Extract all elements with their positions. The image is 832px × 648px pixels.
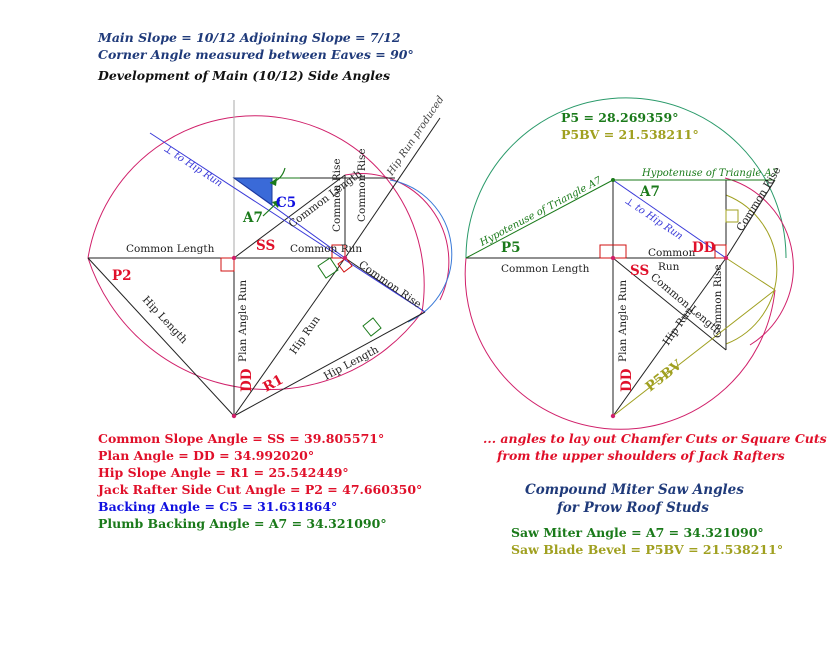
- saw-title-1: Compound Miter Saw Angles: [525, 482, 744, 498]
- saw-miter: Saw Miter Angle = A7 = 34.321090°: [511, 525, 764, 540]
- r-common-run-label-1: Common: [648, 247, 696, 259]
- r-common-rise-top: [725, 179, 776, 259]
- hip-run-produced-line: [344, 117, 441, 259]
- r1-label: R1: [260, 372, 286, 396]
- ss-label: SS: [256, 238, 275, 254]
- common-rise-inner-label: Common Rise: [331, 158, 343, 232]
- r-perp-hip-run-label: ⊥ to Hip Run: [622, 195, 684, 242]
- point-marker: [342, 255, 348, 261]
- hip-run-label: Hip Run: [288, 314, 323, 357]
- right-angle-marker: [725, 209, 739, 223]
- perp-hip-run-label: ⊥ to Hip Run: [161, 143, 224, 189]
- right-angle-marker: [362, 317, 382, 337]
- note-line-2: from the upper shoulders of Jack Rafters: [496, 448, 785, 463]
- green-arrowhead-a7: [272, 200, 280, 208]
- blue-arc-left: [389, 179, 453, 323]
- r-dd-label: DD: [619, 368, 635, 392]
- right-angle-marker: [331, 244, 346, 259]
- hip-length-left-label: Hip Length: [140, 294, 190, 346]
- green-arrowhead-top: [270, 178, 277, 186]
- r-olive-line-2: [725, 257, 776, 291]
- r-ss-label: SS: [630, 263, 649, 279]
- right-arc-left: [344, 173, 450, 301]
- header-title: Development of Main (10/12) Side Angles: [97, 68, 390, 83]
- header-slopes: Main Slope = 10/12 Adjoining Slope = 7/1…: [97, 30, 401, 45]
- result-common-slope: Common Slope Angle = SS = 39.805571°: [98, 431, 384, 446]
- dd-label: DD: [239, 368, 255, 392]
- hyp-a7-top-label: Hypotenuse of Triangle A7: [641, 168, 779, 179]
- saw-title-2: for Prow Roof Studs: [556, 500, 709, 516]
- plan-angle-run-label: Plan Angle Run: [237, 280, 249, 362]
- r-common-rise-vert-label: Common Rise: [712, 264, 724, 338]
- right-teal-circle: [465, 97, 787, 259]
- header-corner-angle: Corner Angle measured between Eaves = 90…: [98, 47, 414, 62]
- point-marker: [610, 413, 616, 419]
- r-dd-small-label: DD: [692, 240, 716, 256]
- inner-common-length: [233, 174, 346, 259]
- result-plan-angle: Plan Angle = DD = 34.992020°: [98, 448, 314, 463]
- point-marker: [231, 255, 237, 261]
- common-run-label: Common Run: [290, 243, 362, 255]
- r-a7-label: A7: [639, 184, 660, 200]
- left-development: ⊥ to Hip Run Hip Run produced C5 A7 Comm…: [87, 94, 453, 419]
- r-p5bv-label: P5BV: [643, 357, 686, 395]
- p2-label: P2: [112, 268, 132, 284]
- hip-run-produced-label: Hip Run produced: [385, 94, 447, 178]
- r-plan-angle-run-label: Plan Angle Run: [617, 280, 629, 362]
- r-olive-line: [612, 289, 776, 417]
- c5-wedge: [232, 177, 273, 206]
- hyp-a7-left-label: Hypotenuse of Triangle A7: [477, 175, 604, 249]
- result-plumb-backing: Plumb Backing Angle = A7 = 34.321090°: [98, 516, 387, 531]
- perp-hip-run-line: [149, 132, 426, 313]
- point-marker: [231, 413, 237, 419]
- common-rise-vert-right-label: Common Rise: [356, 148, 368, 222]
- p5-value: P5 = 28.269359°: [561, 110, 678, 125]
- left-upper-circle: [87, 115, 425, 313]
- hip-run-line: [233, 257, 346, 417]
- r-hip-run-line: [612, 257, 727, 417]
- right-angle-marker: [317, 257, 339, 279]
- common-length-label: Common Length: [126, 243, 215, 255]
- r-hyp-left-line: [465, 179, 614, 259]
- result-hip-slope: Hip Slope Angle = R1 = 25.542449°: [98, 465, 349, 480]
- note-line-1: ... angles to lay out Chamfer Cuts or Sq…: [483, 431, 827, 446]
- right-development: P5 = 28.269359° P5BV = 21.538211° Hypote…: [464, 97, 794, 430]
- left-results: Common Slope Angle = SS = 39.805571° Pla…: [97, 431, 422, 531]
- a7-label: A7: [242, 210, 263, 226]
- result-jack-side-cut: Jack Rafter Side Cut Angle = P2 = 47.660…: [97, 482, 422, 497]
- hip-length-right-line: [233, 311, 426, 417]
- saw-bevel: Saw Blade Bevel = P5BV = 21.538211°: [511, 542, 783, 557]
- r-common-length-label: Common Length: [501, 263, 590, 275]
- right-lower-circle: [464, 257, 776, 430]
- hip-length-left-line: [87, 257, 235, 417]
- r-common-run-label-2: Run: [658, 261, 680, 273]
- point-marker: [723, 255, 729, 261]
- r-perp-hip-run-line: [612, 179, 727, 259]
- right-angle-marker: [220, 257, 235, 272]
- right-angle-marker: [714, 244, 727, 259]
- p5bv-value: P5BV = 21.538211°: [561, 127, 699, 142]
- c5-label: C5: [276, 195, 296, 211]
- point-marker: [610, 255, 616, 261]
- right-olive-arc: [725, 194, 778, 345]
- inner-common-length-label: Common Length: [287, 168, 365, 231]
- right-angle-marker: [337, 257, 353, 273]
- left-lower-circle: [87, 257, 423, 391]
- common-rise-right-label: Common Rise: [356, 259, 423, 311]
- r-p5-label: P5: [501, 240, 521, 256]
- point-marker: [611, 178, 615, 182]
- r-common-length-diag: [612, 257, 727, 351]
- result-backing-angle: Backing Angle = C5 = 31.631864°: [98, 499, 337, 514]
- right-side-arc: [724, 177, 794, 346]
